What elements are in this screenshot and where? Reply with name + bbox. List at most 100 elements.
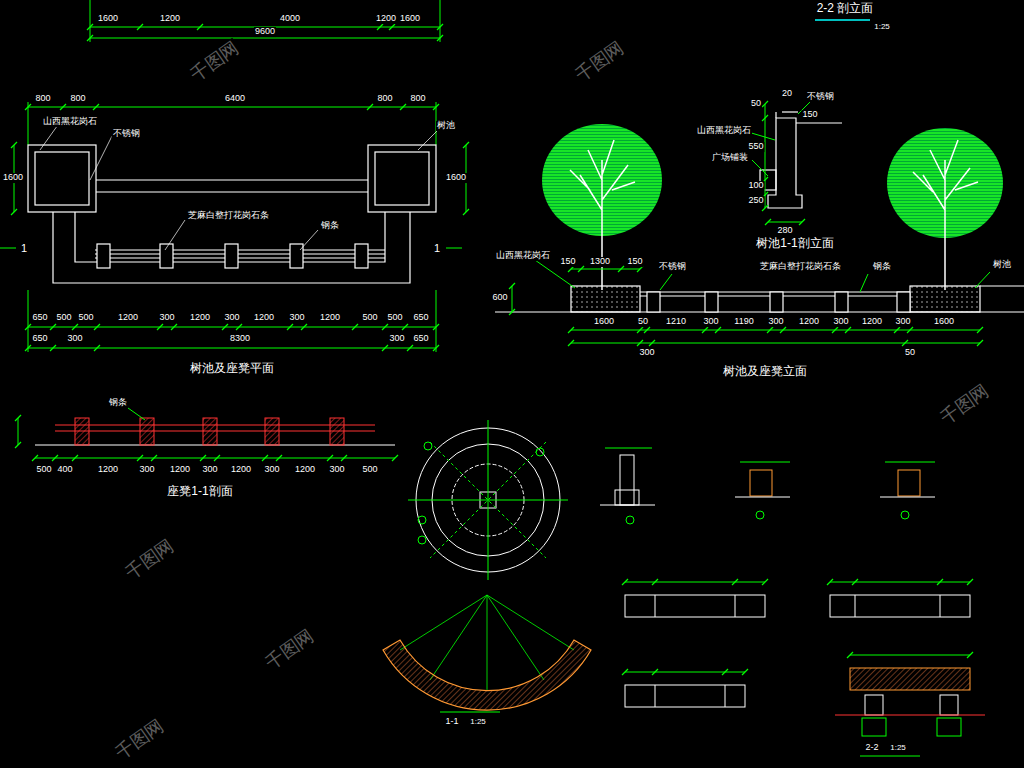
scale-text: 1:25 xyxy=(873,23,891,32)
dimension-text: 300 xyxy=(158,313,175,323)
dimension-text: 300 xyxy=(894,317,911,327)
dimension-text: 300 xyxy=(223,313,240,323)
material-note: 钢条 xyxy=(872,262,892,272)
dimension-text: 800 xyxy=(376,94,393,104)
dimension-text: 1200 xyxy=(375,14,397,24)
material-note: 不锈钢 xyxy=(658,262,687,272)
material-note: 芝麻白整打花岗石条 xyxy=(187,211,270,221)
dimension-text: 1600 xyxy=(445,173,467,183)
material-note: 钢条 xyxy=(320,221,340,231)
dimension-text: 1200 xyxy=(159,14,181,24)
dimension-text: 500 xyxy=(361,465,378,475)
material-note: 山西黑花岗石 xyxy=(495,251,551,261)
section-title: 2-2 剖立面 xyxy=(816,2,875,15)
dimension-text: 50 xyxy=(904,348,916,358)
watermark: 千图网 xyxy=(111,716,168,764)
dimension-text: 500 xyxy=(55,313,72,323)
section-marker: 1 xyxy=(20,242,28,254)
dimension-text: 1210 xyxy=(665,317,687,327)
dimension-text: 1600 xyxy=(933,317,955,327)
dimension-text: 4000 xyxy=(279,14,301,24)
dimension-text: 300 xyxy=(388,334,405,344)
dimension-text: 1600 xyxy=(2,173,24,183)
dimension-text: 600 xyxy=(491,293,508,303)
dimension-text: 300 xyxy=(638,348,655,358)
dimension-text: 1600 xyxy=(593,317,615,327)
material-note: 钢条 xyxy=(108,398,128,408)
dimension-text: 300 xyxy=(702,317,719,327)
dimension-text: 250 xyxy=(747,196,764,206)
material-note: 树池 xyxy=(436,121,456,131)
material-note: 山西黑花岗石 xyxy=(42,117,98,127)
dimension-text: 1200 xyxy=(97,465,119,475)
dimension-text: 8300 xyxy=(229,334,251,344)
watermark: 千图网 xyxy=(186,38,243,86)
dimension-text: 400 xyxy=(56,465,73,475)
watermark: 千图网 xyxy=(936,381,993,429)
drawing-title: 树池1-1剖立面 xyxy=(755,237,834,250)
dimension-text: 150 xyxy=(801,110,818,120)
section-marker: 1 xyxy=(433,242,441,254)
section-title: 2-2 xyxy=(864,743,879,753)
dimension-text: 100 xyxy=(747,181,764,191)
drawing-title: 座凳1-1剖面 xyxy=(166,485,233,498)
dimension-text: 300 xyxy=(66,334,83,344)
dimension-text: 300 xyxy=(328,465,345,475)
dimension-text: 1300 xyxy=(589,257,611,267)
dimension-text: 1600 xyxy=(399,14,421,24)
watermark: 千图网 xyxy=(261,626,318,674)
section-title: 1-1 xyxy=(444,717,459,727)
dimension-text: 1200 xyxy=(294,465,316,475)
dimension-text: 300 xyxy=(138,465,155,475)
material-note: 树池 xyxy=(992,260,1012,270)
dimension-text: 9600 xyxy=(254,27,276,37)
dimension-text: 1200 xyxy=(253,313,275,323)
dimension-text: 1200 xyxy=(861,317,883,327)
material-note: 芝麻白整打花岗石条 xyxy=(759,262,842,272)
dimension-text: 300 xyxy=(263,465,280,475)
dimension-text: 650 xyxy=(412,334,429,344)
dimension-text: 150 xyxy=(559,257,576,267)
dimension-text: 150 xyxy=(626,257,643,267)
dimension-text: 6400 xyxy=(224,94,246,104)
dimension-text: 300 xyxy=(288,313,305,323)
dimension-text: 800 xyxy=(34,94,51,104)
dimension-text: 500 xyxy=(361,313,378,323)
watermark: 千图网 xyxy=(121,536,178,584)
drawing-title: 树池及座凳立面 xyxy=(722,365,808,378)
dimension-text: 1200 xyxy=(319,313,341,323)
dimension-text: 800 xyxy=(69,94,86,104)
dimension-text: 300 xyxy=(201,465,218,475)
dimension-text: 500 xyxy=(77,313,94,323)
dimension-text: 500 xyxy=(386,313,403,323)
dimension-text: 500 xyxy=(35,465,52,475)
dimension-text: 1600 xyxy=(97,14,119,24)
dimension-text: 1200 xyxy=(189,313,211,323)
dimension-text: 280 xyxy=(776,226,793,236)
material-note: 广场铺装 xyxy=(711,153,749,163)
dimension-text: 20 xyxy=(781,89,793,99)
dimension-text: 800 xyxy=(409,94,426,104)
dimension-text: 1200 xyxy=(230,465,252,475)
scale-text: 1:25 xyxy=(889,744,907,753)
scale-text: 1:25 xyxy=(469,718,487,727)
dimension-text: 550 xyxy=(747,142,764,152)
dimension-text: 300 xyxy=(767,317,784,327)
dimension-text: 50 xyxy=(750,99,762,109)
dimension-text: 1200 xyxy=(169,465,191,475)
material-note: 不锈钢 xyxy=(112,129,141,139)
material-note: 不锈钢 xyxy=(806,92,835,102)
drawing-title: 树池及座凳平面 xyxy=(189,362,275,375)
dimension-text: 300 xyxy=(832,317,849,327)
dimension-text: 650 xyxy=(31,313,48,323)
dimension-text: 1200 xyxy=(117,313,139,323)
material-note: 山西黑花岗石 xyxy=(696,126,752,136)
dimension-text: 1200 xyxy=(798,317,820,327)
dimension-text: 50 xyxy=(637,317,649,327)
dimension-text: 650 xyxy=(412,313,429,323)
dimension-text: 1190 xyxy=(733,317,754,327)
dimension-text: 650 xyxy=(31,334,48,344)
watermark: 千图网 xyxy=(571,38,628,86)
